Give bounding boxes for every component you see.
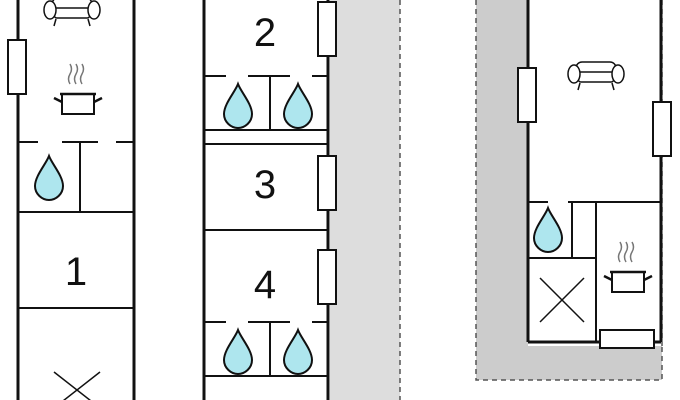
- window: [599, 329, 655, 349]
- cross-mark: [63, 371, 101, 400]
- window: [7, 39, 27, 95]
- middle-unit: 2 3 4: [202, 0, 401, 400]
- left-unit: 1: [7, 0, 136, 400]
- room-label-2: 2: [254, 11, 276, 55]
- room-label-1: 1: [65, 250, 87, 294]
- window: [317, 1, 337, 57]
- window: [517, 67, 537, 123]
- window: [317, 249, 337, 305]
- room-label-4: 4: [254, 263, 276, 307]
- cross-mark: [53, 371, 91, 400]
- water-drop-icon: [34, 155, 64, 201]
- water-drop-icon: [283, 329, 313, 375]
- water-drop-icon: [283, 83, 313, 129]
- window: [317, 155, 337, 211]
- cross-mark: [539, 277, 585, 323]
- water-drop-icon: [223, 329, 253, 375]
- window: [652, 101, 672, 157]
- right-unit: [475, 0, 672, 381]
- shaded-terrace: [330, 0, 400, 400]
- room-label-3: 3: [254, 163, 276, 207]
- water-drop-icon: [223, 83, 253, 129]
- sofa-icon: [43, 0, 101, 27]
- kitchen-pot-icon: [52, 62, 104, 116]
- boundary-dashed: [475, 0, 663, 381]
